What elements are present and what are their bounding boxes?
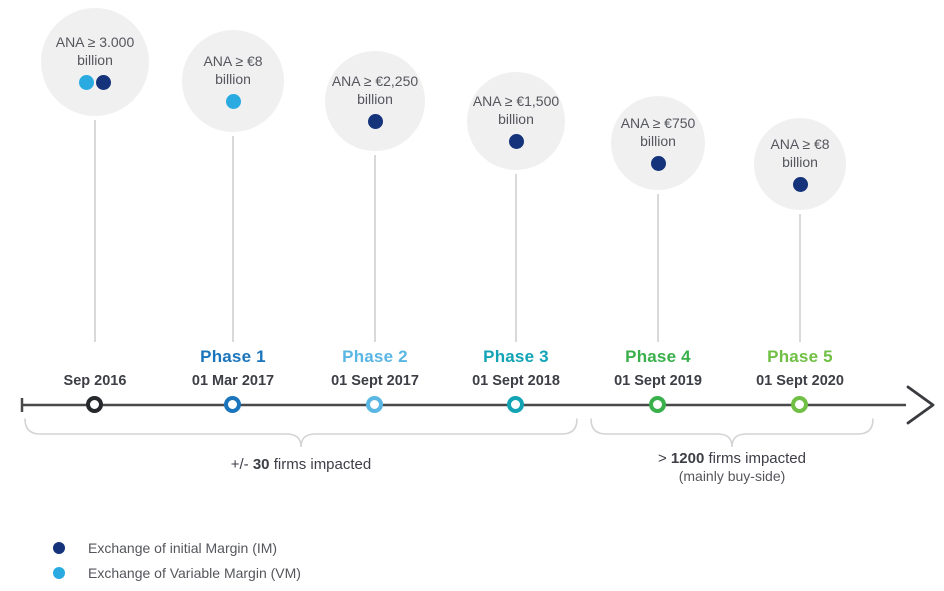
im-dot [53,542,65,554]
axis-arrow-icon [906,385,935,425]
im-dot [367,113,383,129]
group-note: (mainly buy-side) [678,468,786,484]
legend-label: Exchange of Variable Margin (VM) [88,565,301,581]
timeline-node [649,396,666,413]
threshold-label: ANA ≥ €2,250 billion [331,73,419,107]
connector-line [374,155,376,342]
margin-dots [225,93,241,109]
threshold-label: ANA ≥ €8 billion [770,136,830,170]
connector-line [94,120,96,342]
threshold-label: ANA ≥ €8 billion [203,53,263,87]
timeline-node [791,396,808,413]
im-dot [650,155,666,171]
timeline-node [366,396,383,413]
date-label: 01 Sept 2017 [331,373,419,389]
timeline-node [86,396,103,413]
timeline-node [224,396,241,413]
connector-line [232,136,234,342]
threshold-bubble: ANA ≥ €8 billion [182,30,284,132]
im-dot [508,133,524,149]
legend: Exchange of initial Margin (IM) Exchange… [53,540,301,590]
legend-label: Exchange of initial Margin (IM) [88,540,278,556]
date-label: 01 Sept 2018 [472,373,560,389]
margin-dots [650,155,666,171]
date-label: Sep 2016 [63,373,127,389]
right-brace [590,418,874,448]
left-brace [24,418,578,448]
threshold-bubble: ANA ≥ 3.000 billion [41,8,149,116]
group-caption-phases-4-5: > 1200 firms impacted (mainly buy-side) [572,450,892,484]
vm-dot [79,74,94,90]
margin-dots [79,74,111,90]
firm-count: 1200 [670,450,705,467]
date-label: 01 Sept 2020 [756,373,844,389]
connector-line [657,194,659,342]
phase-label: Phase 5 [767,347,833,366]
legend-item-vm: Exchange of Variable Margin (VM) [53,565,301,581]
connector-line [515,174,517,342]
firm-count: 30 [252,456,270,473]
phase-label: Phase 1 [200,347,266,366]
threshold-label: ANA ≥ 3.000 billion [55,34,135,68]
margin-dots [508,133,524,149]
margin-dots [792,176,808,192]
vm-dot [225,93,241,109]
threshold-label: ANA ≥ €750 billion [620,115,696,149]
threshold-bubble: ANA ≥ €750 billion [611,96,705,190]
threshold-bubble: ANA ≥ €2,250 billion [325,51,425,151]
legend-item-im: Exchange of initial Margin (IM) [53,540,301,556]
date-label: 01 Mar 2017 [191,373,275,389]
timeline-node [507,396,524,413]
margin-dots [367,113,383,129]
im-dot [96,74,111,90]
connector-line [799,214,801,342]
threshold-bubble: ANA ≥ €8 billion [754,118,846,210]
threshold-label: ANA ≥ €1,500 billion [472,93,560,127]
phase-label: Phase 3 [483,347,549,366]
phase-label: Phase 2 [342,347,408,366]
threshold-bubble: ANA ≥ €1,500 billion [467,72,565,170]
date-label: 01 Sept 2019 [614,373,702,389]
vm-dot [53,567,65,579]
im-dot [792,176,808,192]
phase-label: Phase 4 [625,347,691,366]
group-caption-phases-1-3: +/- 30 firms impacted [230,456,372,473]
